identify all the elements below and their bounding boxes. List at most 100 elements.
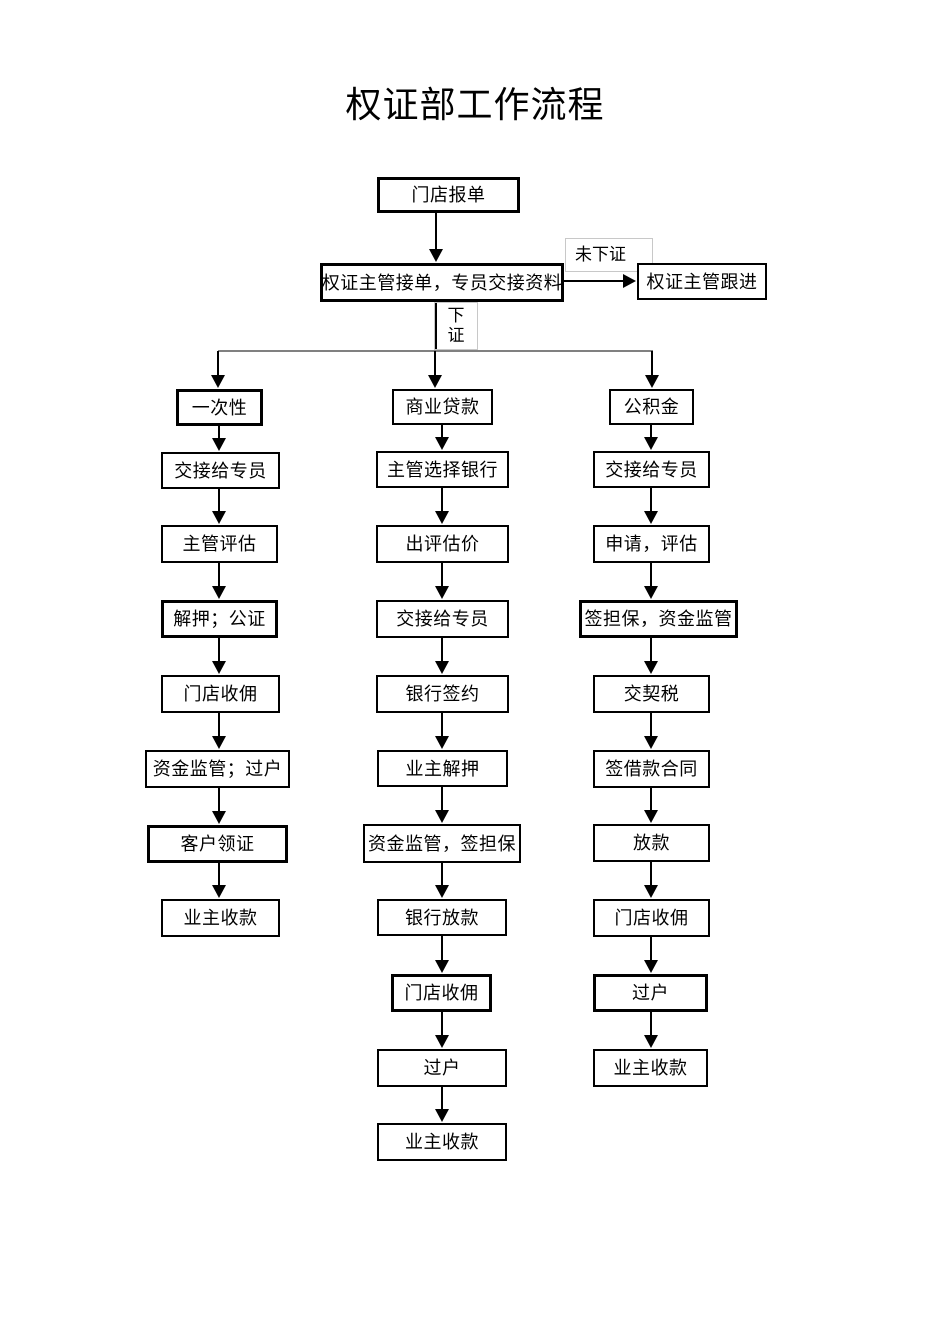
down-arrow — [211, 351, 225, 388]
flow-node-commercial-2: 出评估价 — [376, 525, 509, 563]
flow-node-commercial-7: 银行放款 — [377, 899, 507, 936]
flow-node-fund-2: 申请，评估 — [593, 525, 710, 563]
down-arrow — [645, 351, 659, 388]
down-arrow — [644, 862, 658, 898]
edge-label-issued: 下 证 — [434, 302, 478, 350]
flow-node-onetime-7: 业主收款 — [161, 899, 280, 937]
arrow-shaft — [441, 1012, 443, 1037]
flow-node-commercial-8: 门店收佣 — [391, 974, 492, 1012]
flow-node-commercial-5: 业主解押 — [377, 750, 508, 787]
down-arrow — [212, 713, 226, 749]
arrowhead-down-icon — [212, 811, 226, 824]
down-arrow — [435, 425, 449, 450]
arrow-shaft — [218, 426, 220, 440]
down-arrow — [212, 638, 226, 674]
down-arrow — [435, 713, 449, 749]
arrow-shaft — [564, 280, 625, 282]
arrowhead-down-icon — [435, 437, 449, 450]
arrowhead-down-icon — [644, 1035, 658, 1048]
flow-node-fund-header: 公积金 — [609, 389, 694, 425]
flow-node-commercial-3: 交接给专员 — [376, 600, 509, 638]
arrow-shaft — [441, 713, 443, 738]
arrow-shaft — [441, 1087, 443, 1111]
arrowhead-down-icon — [644, 437, 658, 450]
down-arrow — [435, 488, 449, 524]
flow-node-fund-1: 交接给专员 — [593, 451, 710, 488]
arrow-shaft — [218, 489, 220, 513]
down-arrow — [212, 863, 226, 898]
down-arrow — [435, 936, 449, 973]
arrow-shaft — [650, 713, 652, 738]
flow-node-fund-8: 过户 — [593, 974, 708, 1012]
down-arrow — [644, 713, 658, 749]
arrow-shaft — [650, 862, 652, 887]
arrowhead-down-icon — [211, 375, 225, 388]
down-arrow — [435, 787, 449, 823]
arrowhead-down-icon — [212, 511, 226, 524]
down-arrow — [212, 563, 226, 599]
arrow-shaft — [650, 563, 652, 588]
arrowhead-down-icon — [435, 885, 449, 898]
arrow-shaft — [650, 1012, 652, 1037]
arrowhead-down-icon — [644, 810, 658, 823]
arrow-shaft — [441, 425, 443, 439]
down-arrow — [435, 563, 449, 599]
arrowhead-right-icon — [623, 274, 636, 288]
arrowhead-down-icon — [644, 960, 658, 973]
flow-node-commercial-10: 业主收款 — [377, 1123, 507, 1161]
down-arrow — [644, 425, 658, 450]
down-arrow — [435, 863, 449, 898]
arrow-shaft — [218, 563, 220, 588]
arrow-shaft — [650, 425, 652, 439]
flow-node-fund-9: 业主收款 — [593, 1049, 708, 1087]
flow-node-commercial-6: 资金监管，签担保 — [363, 824, 521, 863]
arrow-shaft — [441, 563, 443, 588]
down-arrow — [644, 1012, 658, 1048]
arrowhead-down-icon — [435, 810, 449, 823]
arrowhead-down-icon — [212, 438, 226, 451]
down-arrow — [644, 638, 658, 674]
arrow-shaft — [218, 638, 220, 663]
down-arrow — [429, 213, 443, 262]
flow-node-onetime-4: 门店收佣 — [161, 675, 280, 713]
arrowhead-down-icon — [435, 586, 449, 599]
arrowhead-down-icon — [212, 586, 226, 599]
flow-node-onetime-2: 主管评估 — [161, 525, 278, 563]
down-arrow — [644, 563, 658, 599]
flow-node-main-receive: 权证主管接单，专员交接资料 — [320, 263, 564, 302]
arrow-shaft — [441, 936, 443, 962]
arrow-shaft — [434, 351, 436, 377]
down-arrow — [428, 351, 442, 388]
arrowhead-down-icon — [435, 1109, 449, 1122]
arrow-shaft — [650, 788, 652, 812]
arrow-shaft — [218, 788, 220, 813]
connector-line-stem-main-to-branch — [435, 302, 437, 351]
flow-node-onetime-1: 交接给专员 — [161, 452, 280, 489]
flow-node-store-report: 门店报单 — [377, 177, 520, 213]
arrowhead-down-icon — [428, 375, 442, 388]
arrowhead-down-icon — [644, 661, 658, 674]
arrowhead-down-icon — [435, 511, 449, 524]
arrowhead-down-icon — [644, 736, 658, 749]
down-arrow — [644, 937, 658, 973]
arrowhead-down-icon — [435, 960, 449, 973]
down-arrow — [212, 788, 226, 824]
right-arrow — [564, 274, 636, 288]
arrowhead-down-icon — [644, 511, 658, 524]
arrowhead-down-icon — [435, 736, 449, 749]
flow-node-commercial-header: 商业贷款 — [392, 389, 493, 425]
arrow-shaft — [441, 863, 443, 887]
down-arrow — [212, 489, 226, 524]
down-arrow — [644, 788, 658, 823]
down-arrow — [644, 488, 658, 524]
flow-node-onetime-5: 资金监管；过户 — [145, 750, 290, 788]
arrowhead-down-icon — [212, 885, 226, 898]
arrowhead-down-icon — [644, 586, 658, 599]
flow-node-fund-5: 签借款合同 — [593, 750, 710, 788]
flow-node-fund-3: 签担保，资金监管 — [579, 600, 738, 638]
arrow-shaft — [218, 863, 220, 887]
arrow-shaft — [651, 351, 653, 377]
arrow-shaft — [441, 638, 443, 663]
arrowhead-down-icon — [435, 661, 449, 674]
